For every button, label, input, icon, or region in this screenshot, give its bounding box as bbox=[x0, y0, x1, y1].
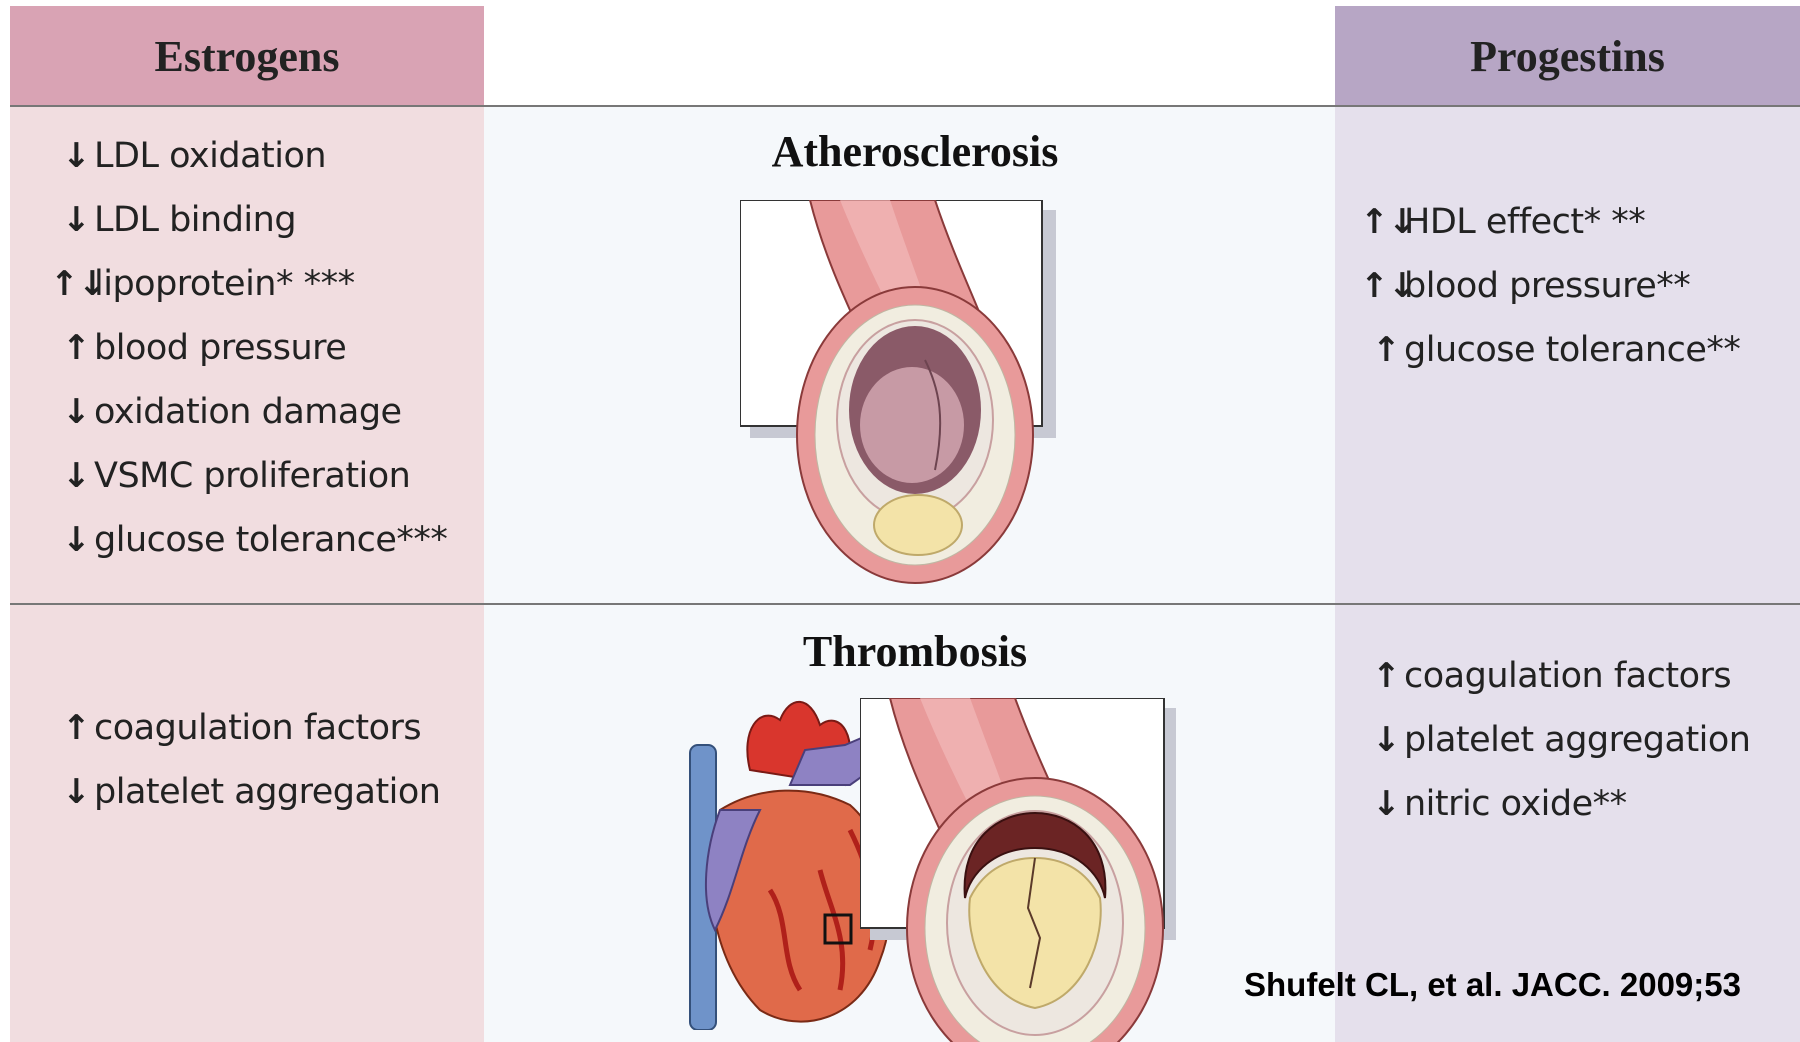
arrow-icon: ↑ bbox=[1360, 656, 1400, 696]
list-item: ↓glucose tolerance*** bbox=[50, 520, 447, 560]
arrow-icon: ↑ bbox=[50, 328, 90, 368]
progestins-header: Progestins bbox=[1335, 6, 1800, 106]
list-item: ↑blood pressure bbox=[50, 328, 346, 368]
effect-label: LDL binding bbox=[94, 200, 296, 240]
arrow-icon: ↓ bbox=[50, 520, 90, 560]
effect-label: glucose tolerance** bbox=[1404, 330, 1740, 370]
list-item: ↑glucose tolerance** bbox=[1360, 330, 1740, 370]
effect-label: nitric oxide** bbox=[1404, 784, 1627, 824]
section-divider bbox=[10, 603, 1800, 605]
citation-text: Shufelt CL, et al. JACC. 2009;53 bbox=[1244, 966, 1741, 1004]
effect-label: HDL effect* ** bbox=[1404, 202, 1645, 242]
effect-label: blood pressure** bbox=[1404, 266, 1690, 306]
effect-label: lipoprotein* *** bbox=[94, 264, 355, 304]
arrow-icon: ↓ bbox=[50, 136, 90, 176]
atherosclerosis-title: Atherosclerosis bbox=[700, 126, 1130, 177]
atherosclerosis-artery-illustration bbox=[740, 200, 1080, 595]
list-item: ↑coagulation factors bbox=[50, 708, 421, 748]
arrow-icon: ↓ bbox=[50, 200, 90, 240]
arrow-icon: ↑↓ bbox=[1360, 266, 1400, 306]
thrombosis-title: Thrombosis bbox=[700, 626, 1130, 677]
lumen-depth bbox=[860, 367, 964, 483]
arrow-icon: ↑↓ bbox=[50, 264, 90, 304]
middle-header bbox=[484, 6, 1335, 106]
thrombosis-artery-illustration bbox=[860, 698, 1190, 1042]
effect-label: VSMC proliferation bbox=[94, 456, 410, 496]
arrow-icon: ↑↓ bbox=[1360, 202, 1400, 242]
effect-label: LDL oxidation bbox=[94, 136, 326, 176]
list-item: ↓platelet aggregation bbox=[1360, 720, 1751, 760]
list-item: ↓platelet aggregation bbox=[50, 772, 441, 812]
list-item: ↓oxidation damage bbox=[50, 392, 402, 432]
effect-label: coagulation factors bbox=[1404, 656, 1731, 696]
arrow-icon: ↓ bbox=[50, 456, 90, 496]
effect-label: blood pressure bbox=[94, 328, 346, 368]
arrow-icon: ↑ bbox=[1360, 330, 1400, 370]
arrow-icon: ↑ bbox=[50, 708, 90, 748]
list-item: ↓nitric oxide** bbox=[1360, 784, 1627, 824]
effect-label: oxidation damage bbox=[94, 392, 402, 432]
list-item: ↓LDL oxidation bbox=[50, 136, 326, 176]
list-item: ↑↓lipoprotein* *** bbox=[50, 264, 355, 304]
effect-label: glucose tolerance*** bbox=[94, 520, 447, 560]
effect-label: platelet aggregation bbox=[94, 772, 441, 812]
header-divider bbox=[10, 105, 1800, 107]
plaque-deposit bbox=[874, 495, 962, 555]
effect-label: platelet aggregation bbox=[1404, 720, 1751, 760]
list-item: ↑↓blood pressure** bbox=[1360, 266, 1690, 306]
arrow-icon: ↓ bbox=[1360, 784, 1400, 824]
estrogens-header: Estrogens bbox=[10, 6, 484, 106]
progestins-column bbox=[1335, 6, 1800, 1042]
arrow-icon: ↓ bbox=[50, 772, 90, 812]
arrow-icon: ↓ bbox=[50, 392, 90, 432]
list-item: ↑coagulation factors bbox=[1360, 656, 1731, 696]
list-item: ↓VSMC proliferation bbox=[50, 456, 410, 496]
list-item: ↑↓HDL effect* ** bbox=[1360, 202, 1645, 242]
effect-label: coagulation factors bbox=[94, 708, 421, 748]
list-item: ↓LDL binding bbox=[50, 200, 296, 240]
arrow-icon: ↓ bbox=[1360, 720, 1400, 760]
